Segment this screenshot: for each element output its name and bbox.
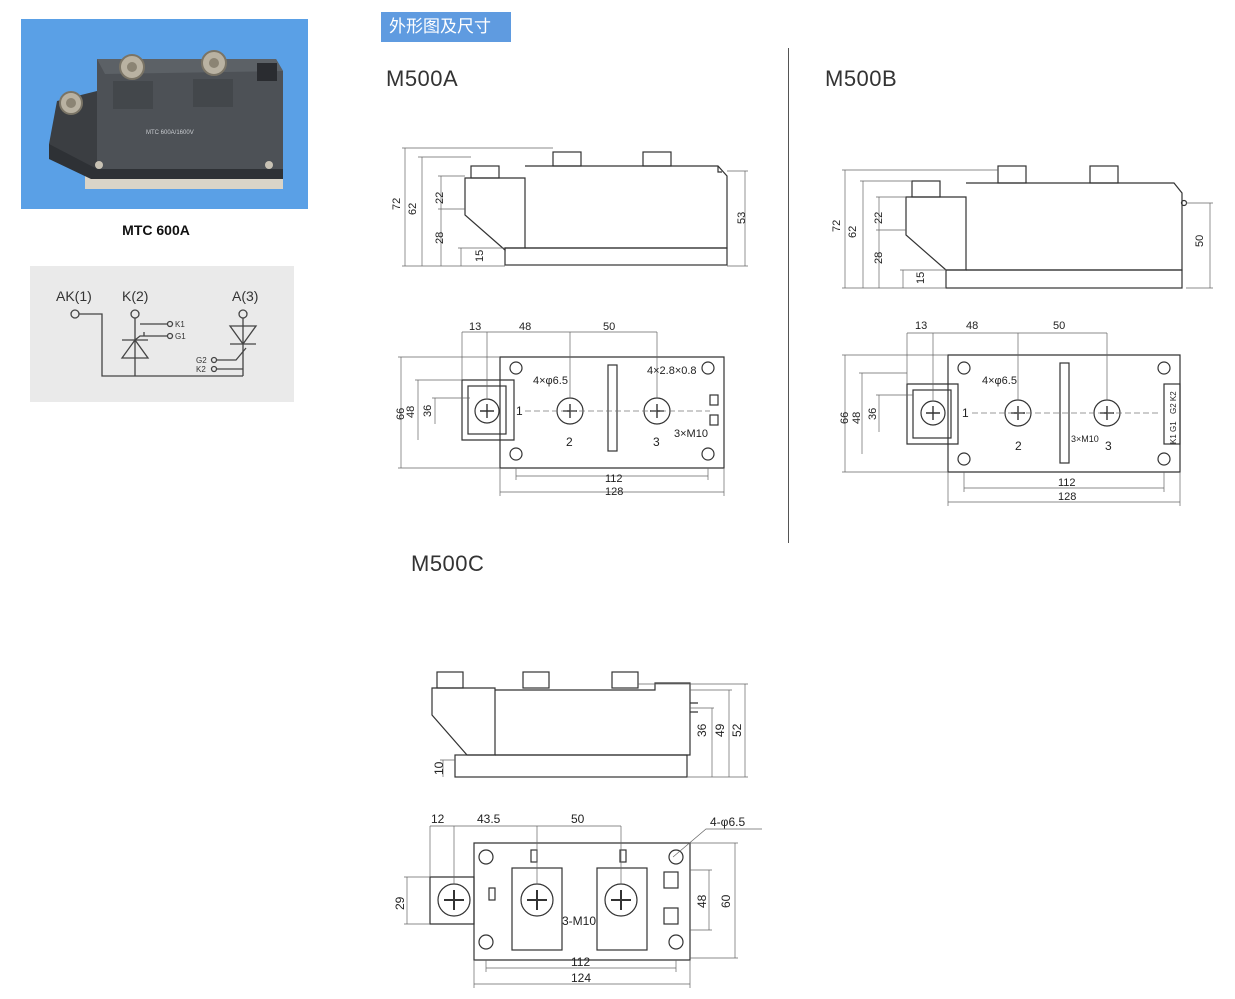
m500b-dim-128: 128 — [1058, 491, 1076, 503]
m500b-terminal-3: 3 — [1105, 439, 1112, 453]
m500c-screw-note: 3-M10 — [562, 914, 596, 928]
m500b-top-view: 13 48 50 4×φ6.5 3×M10 1 2 3 66 48 36 G2 … — [839, 320, 1181, 506]
m500a-hole-note: 4×φ6.5 — [533, 375, 568, 387]
m500b-dim-50: 50 — [1053, 320, 1065, 332]
m500c-dim-49: 49 — [713, 723, 727, 737]
m500a-dim-22: 22 — [434, 192, 446, 204]
label-ak1: AK(1) — [56, 288, 92, 304]
m500c-dim-112: 112 — [571, 955, 590, 969]
m500a-dim-53: 53 — [736, 212, 748, 224]
model-title-m500b: M500B — [825, 66, 898, 91]
m500b-terminal-1: 1 — [962, 406, 969, 420]
m500c-dim-124: 124 — [571, 971, 591, 985]
m500c-dim-12: 12 — [431, 812, 445, 826]
pin-k1: K1 — [175, 320, 185, 329]
model-title-m500a: M500A — [386, 66, 459, 91]
m500c-side-view: 36 49 52 10 — [431, 671, 748, 778]
label-k2: K(2) — [122, 288, 148, 304]
m500a-terminal-1: 1 — [516, 404, 523, 418]
m500a-dim-66: 66 — [395, 408, 407, 420]
igbt-module-illustration: MTC 600A/1600V — [49, 50, 283, 189]
m500a-terminal-2: 2 — [566, 435, 573, 449]
m500b-screw-note: 3×M10 — [1071, 434, 1099, 444]
m500c-dim-48: 48 — [695, 894, 709, 908]
m500b-dim-62: 62 — [847, 226, 859, 238]
m500b-dim-112: 112 — [1058, 477, 1076, 489]
m500c-hole-note: 4-φ6.5 — [710, 815, 745, 829]
pin-g2: G2 — [196, 356, 207, 365]
m500a-dim-48: 48 — [519, 321, 531, 333]
m500a-dim-28: 28 — [434, 232, 446, 244]
m500c-dim-52: 52 — [730, 723, 744, 737]
m500b-pins-k1g1: K1 G1 — [1169, 421, 1178, 444]
m500a-top-view: 13 48 50 4×φ6.5 4×2.8×0.8 3×M10 1 2 3 66… — [395, 321, 725, 498]
section-title-tag: 外形图及尺寸 — [381, 12, 511, 42]
m500a-dim-15: 15 — [474, 250, 486, 262]
m500a-dim-36: 36 — [422, 405, 434, 417]
m500a-terminal-3: 3 — [653, 435, 660, 449]
m500b-dim-28: 28 — [873, 252, 885, 264]
m500c-top-view: 12 43.5 50 4-φ6.5 3-M10 29 48 60 112 124 — [393, 812, 762, 988]
m500b-side-view: 72 62 22 28 15 50 — [831, 165, 1213, 289]
m500b-dim-15: 15 — [915, 272, 927, 284]
m500a-dim-48v: 48 — [405, 406, 417, 418]
m500b-dim-13: 13 — [915, 320, 927, 332]
circuit-schematic: AK(1) K(2) A(3) K1 — [30, 266, 294, 402]
m500a-dim-62: 62 — [407, 203, 419, 215]
m500a-dim-13: 13 — [469, 321, 481, 333]
m500a-side-view: 72 62 22 28 15 53 — [391, 147, 748, 267]
column-divider — [788, 48, 789, 543]
m500b-hole-note: 4×φ6.5 — [982, 375, 1017, 387]
pin-k2: K2 — [196, 365, 206, 374]
m500b-dim-66: 66 — [839, 412, 851, 424]
m500a-dim-128: 128 — [605, 486, 623, 498]
m500c-dim-60: 60 — [719, 894, 733, 908]
m500c-dim-10: 10 — [432, 761, 446, 775]
m500c-dim-43-5: 43.5 — [477, 812, 501, 826]
m500a-dim-50: 50 — [603, 321, 615, 333]
m500c-dim-29: 29 — [393, 896, 407, 910]
m500a-dim-112: 112 — [605, 473, 623, 485]
m500a-dim-72: 72 — [391, 198, 403, 210]
pin-g1: G1 — [175, 332, 186, 341]
m500b-dim-50: 50 — [1194, 235, 1206, 247]
product-photo: MTC 600A/1600V — [21, 19, 308, 209]
m500b-dim-22: 22 — [873, 212, 885, 224]
module-label-text: MTC 600A/1600V — [146, 130, 194, 136]
m500c-dim-50: 50 — [571, 812, 585, 826]
m500b-terminal-2: 2 — [1015, 439, 1022, 453]
m500b-dim-48v: 48 — [851, 412, 863, 424]
m500b-pins-g2k2: G2 K2 — [1169, 391, 1178, 414]
photo-caption: MTC 600A — [122, 222, 190, 238]
m500b-dim-72: 72 — [831, 220, 843, 232]
model-title-m500c: M500C — [411, 551, 485, 576]
m500b-dim-48: 48 — [966, 320, 978, 332]
m500a-screw-note: 3×M10 — [674, 428, 708, 440]
m500a-terminal-note: 4×2.8×0.8 — [647, 365, 697, 377]
m500c-dim-36: 36 — [695, 723, 709, 737]
m500b-dim-36: 36 — [867, 408, 879, 420]
label-a3: A(3) — [232, 288, 258, 304]
